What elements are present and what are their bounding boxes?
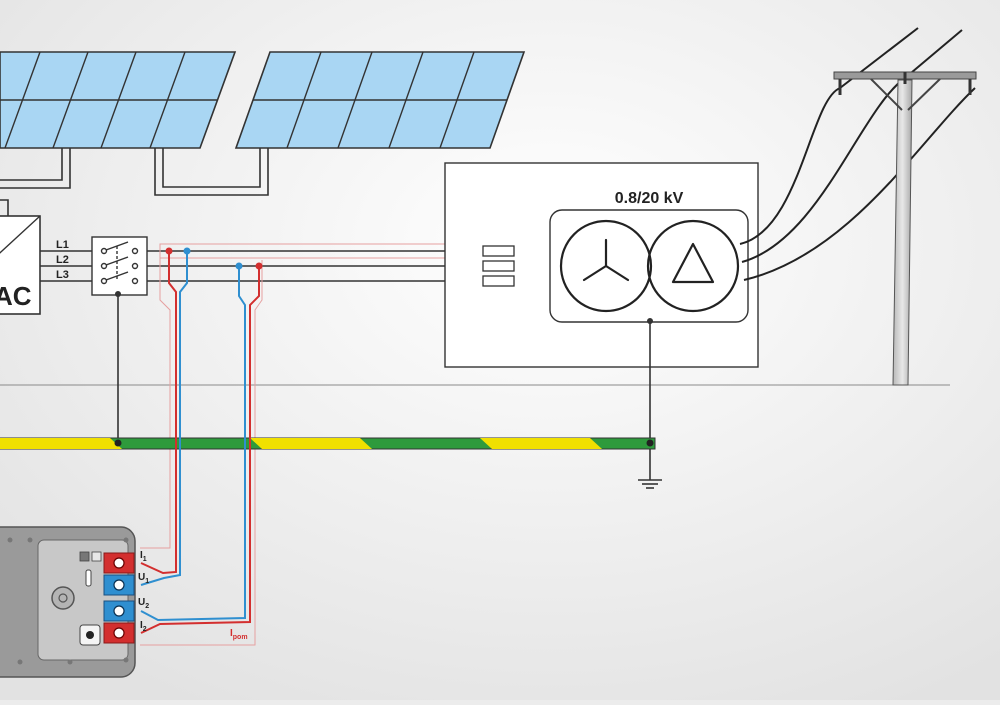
solar-panel-right: [234, 51, 526, 149]
solar-panel-left: [0, 51, 237, 149]
transformer-secondary-winding: [646, 219, 740, 313]
phase-label-l1: L1: [56, 239, 69, 251]
socket-u1: [103, 574, 135, 596]
label-u1: U1: [138, 572, 149, 585]
transformer-rating: 0.8/20 kV: [615, 190, 684, 207]
earth-bar: [0, 437, 656, 450]
phase-lines-inverter: [40, 250, 92, 282]
socket-i1: [103, 552, 135, 574]
inverter-box: AC: [0, 215, 41, 315]
phase-label-l2: L2: [56, 254, 69, 266]
label-i2: I2: [140, 620, 147, 633]
fuses: [482, 245, 515, 287]
power-pole: [833, 71, 977, 386]
probe-clips: [165, 247, 263, 270]
station-earth-wire: [638, 321, 662, 489]
earth-bar-junction-station: [646, 439, 654, 447]
earth-junction: [647, 318, 653, 324]
earth-bar-junction-switch: [114, 439, 122, 447]
panel-dc-wiring: [0, 148, 269, 218]
inverter-label: AC: [0, 281, 32, 311]
label-ipom: Ipom: [230, 628, 248, 641]
probe-wires: [140, 251, 260, 634]
socket-i2: [103, 622, 135, 644]
meter-rotary-knob: [51, 586, 75, 610]
label-u2: U2: [138, 597, 149, 610]
phase-label-l3: L3: [56, 269, 69, 281]
transformer-primary-winding: [559, 219, 653, 313]
disconnect-switch: [91, 236, 148, 297]
earth-resistance-meter: [0, 526, 136, 678]
label-i1: I1: [140, 550, 147, 563]
socket-u2: [103, 600, 135, 622]
